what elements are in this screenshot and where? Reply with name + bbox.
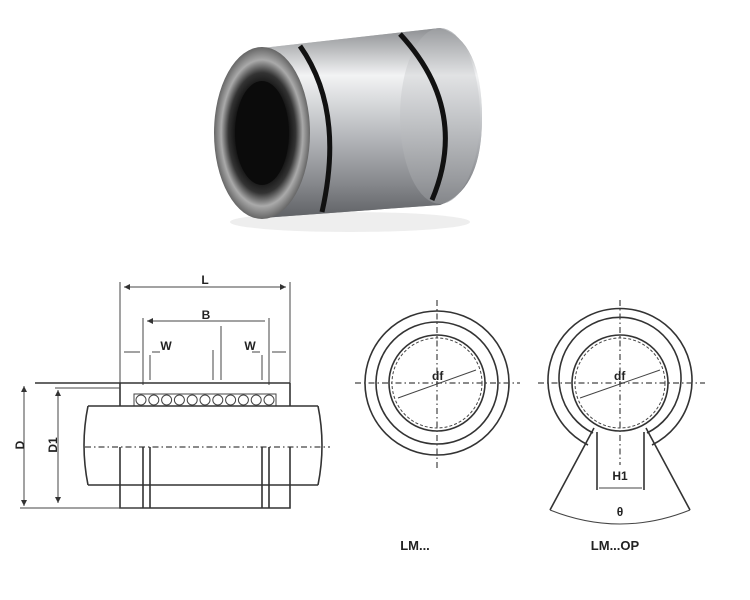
ball-length-label: B — [202, 308, 211, 322]
inner-diameter-label: df — [432, 369, 444, 383]
ball — [161, 394, 173, 406]
ball — [148, 394, 160, 406]
ball — [199, 394, 211, 406]
ball — [263, 394, 275, 406]
ball — [173, 394, 185, 406]
retaining-ring-groove — [297, 44, 333, 213]
ball — [135, 394, 147, 406]
groove-width-left-label: W — [160, 339, 172, 353]
caption-lm-op: LM...OP — [591, 538, 640, 553]
caption-lm: LM... — [400, 538, 430, 553]
ball — [186, 394, 198, 406]
retaining-ring-groove — [398, 32, 448, 201]
opening-width-label: H1 — [612, 469, 628, 483]
ball — [250, 394, 262, 406]
front-view-lm: df LM... — [355, 300, 520, 553]
ball — [212, 394, 224, 406]
groove-width-right-label: W — [244, 339, 256, 353]
front-view-lm-op: df H1 θ LM...OP — [538, 300, 705, 553]
outer-diameter-label: D — [13, 440, 27, 449]
inner-diameter-op-label: df — [614, 369, 626, 383]
side-view: L B W W D D1 — [13, 273, 330, 509]
ball-row — [133, 393, 277, 407]
opening-angle-label: θ — [617, 505, 624, 519]
ball — [225, 394, 237, 406]
ball — [237, 394, 249, 406]
groove-diameter-label: D1 — [46, 437, 60, 453]
product-photo — [214, 28, 482, 232]
length-label: L — [201, 273, 208, 287]
